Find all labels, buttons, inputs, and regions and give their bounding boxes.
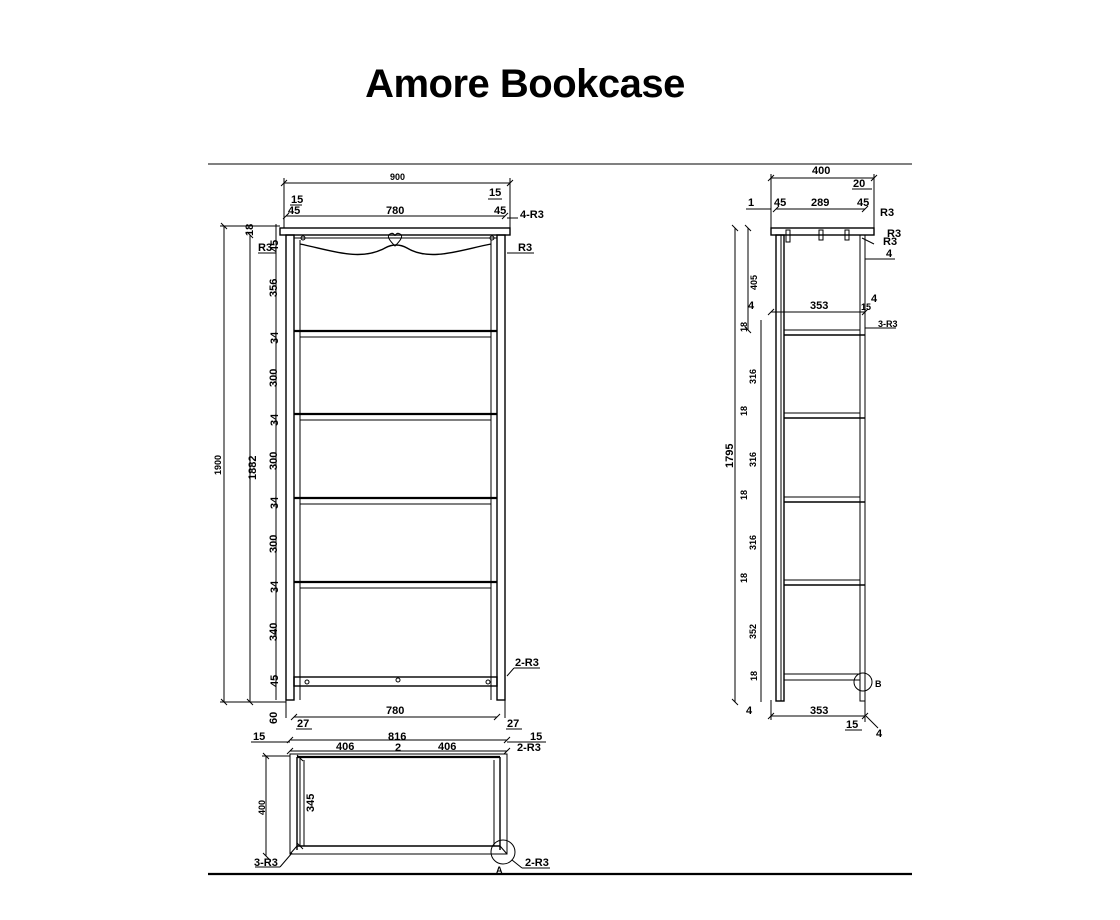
front-height-overall: 1900 bbox=[213, 455, 223, 475]
plan-width-total: 816 bbox=[388, 731, 406, 743]
front-gap-1: 356 bbox=[268, 279, 280, 297]
side-inner-depth: 289 bbox=[811, 197, 829, 209]
side-gap-4: 352 bbox=[748, 624, 758, 639]
side-radius-note-3: 3-R3 bbox=[878, 319, 898, 329]
front-inset-left: 45 bbox=[288, 205, 300, 217]
front-top-board bbox=[279, 227, 511, 236]
front-gap-4: 300 bbox=[268, 535, 280, 553]
side-shelf-right-small: 15 bbox=[861, 302, 871, 312]
front-gap-2: 300 bbox=[268, 369, 280, 387]
side-radius-2: R3 bbox=[887, 228, 901, 240]
side-thickness-3: 18 bbox=[739, 490, 749, 500]
front-side-right: 15 bbox=[489, 187, 501, 199]
side-gap-3: 316 bbox=[748, 535, 758, 550]
front-top-gap: 45 bbox=[269, 240, 281, 252]
plan-radius-note-bottom: 2-R3 bbox=[525, 857, 549, 869]
plan-radius-note-top: 2-R3 bbox=[517, 742, 541, 754]
front-left-side bbox=[285, 234, 295, 701]
front-inner-width: 780 bbox=[386, 205, 404, 217]
plan-center-gap: 2 bbox=[395, 742, 401, 754]
front-plinth: 60 bbox=[268, 712, 280, 724]
front-width-overall: 900 bbox=[390, 172, 405, 182]
side-detail-label: B bbox=[875, 679, 882, 689]
detail-b-circle bbox=[853, 672, 873, 692]
front-corner-radius-right: R3 bbox=[518, 242, 532, 254]
side-thickness-2: 18 bbox=[739, 406, 749, 416]
front-height-inner: 1882 bbox=[247, 456, 259, 480]
detail-a-circle bbox=[490, 839, 516, 865]
side-bottom-depth: 353 bbox=[810, 705, 828, 717]
side-bottom-right-gap: 4 bbox=[876, 728, 883, 740]
front-gap-5: 340 bbox=[268, 623, 280, 641]
heart-icon bbox=[387, 232, 403, 247]
plan-view bbox=[289, 753, 516, 865]
side-inset-left: 45 bbox=[774, 197, 786, 209]
side-gap-2: 316 bbox=[748, 452, 758, 467]
side-depth-overall: 400 bbox=[812, 165, 830, 177]
front-top-edge: 18 bbox=[244, 224, 256, 236]
page-title: Amore Bookcase bbox=[365, 62, 685, 106]
plan-half-left: 406 bbox=[336, 741, 354, 753]
side-shelf-left-gap: 4 bbox=[748, 300, 755, 312]
front-side-left: 15 bbox=[291, 194, 303, 206]
plan-left-small: 15 bbox=[253, 731, 265, 743]
front-dimensions: 900 15 15 45 780 45 4-R3 R3 R3 1900 1882… bbox=[213, 172, 544, 724]
side-inset-right: 45 bbox=[857, 197, 869, 209]
front-bottom-radius-note: 2-R3 bbox=[515, 657, 539, 669]
side-back-offset: 20 bbox=[853, 178, 865, 190]
plan-left-edge: 27 bbox=[297, 718, 309, 730]
front-thickness-2: 34 bbox=[269, 413, 281, 426]
side-thickness-4: 18 bbox=[739, 573, 749, 583]
side-height-overall: 1795 bbox=[724, 444, 736, 468]
side-radius-3: R3 bbox=[883, 236, 897, 248]
front-right-side bbox=[496, 234, 506, 701]
front-thickness-4: 34 bbox=[269, 580, 281, 593]
side-thickness-5: 18 bbox=[749, 671, 759, 681]
side-dimensions: 400 20 1 45 289 45 R3 R3 R3 4 405 4 353 … bbox=[724, 165, 901, 740]
side-bottom-right-small: 15 bbox=[846, 719, 858, 731]
side-bottom-left-gap: 4 bbox=[746, 705, 753, 717]
plan-depth-inner: 345 bbox=[305, 794, 317, 812]
front-thickness-3: 34 bbox=[269, 496, 281, 509]
side-thickness-1: 18 bbox=[739, 322, 749, 332]
plan-right-small: 15 bbox=[530, 731, 542, 743]
side-shelf-depth: 353 bbox=[810, 300, 828, 312]
front-view bbox=[279, 227, 511, 718]
front-bottom-width: 780 bbox=[386, 705, 404, 717]
front-bottom-gap: 45 bbox=[269, 675, 281, 687]
front-corner-radius-left: R3 bbox=[258, 242, 272, 254]
plan-detail-label: A bbox=[496, 865, 503, 875]
plan-dimensions: 15 27 27 15 816 2 406 406 2-R3 400 345 3… bbox=[251, 718, 550, 875]
side-top-gap-height: 405 bbox=[749, 275, 759, 290]
front-gap-3: 300 bbox=[268, 452, 280, 470]
plan-depth-overall: 400 bbox=[257, 800, 267, 815]
side-front-edge: 1 bbox=[748, 197, 754, 209]
front-inset-right: 45 bbox=[494, 205, 506, 217]
front-top-radius-note: 4-R3 bbox=[520, 209, 544, 221]
side-shelf-right-gap: 4 bbox=[871, 293, 878, 305]
plan-radius-note-left: 3-R3 bbox=[254, 857, 278, 869]
front-thickness-1: 34 bbox=[269, 331, 281, 344]
side-gap-1: 316 bbox=[748, 369, 758, 384]
side-right-gap: 4 bbox=[886, 248, 893, 260]
side-radius-1: R3 bbox=[880, 207, 894, 219]
side-view bbox=[770, 227, 875, 702]
plan-half-right: 406 bbox=[438, 741, 456, 753]
plan-right-edge: 27 bbox=[507, 718, 519, 730]
